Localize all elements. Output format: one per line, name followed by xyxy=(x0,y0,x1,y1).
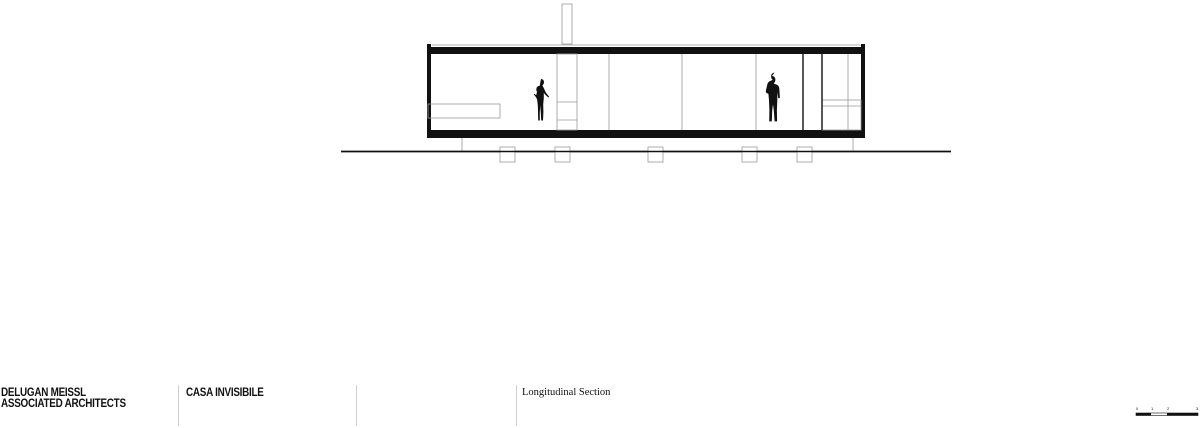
footings xyxy=(499,146,813,163)
human-figure-woman xyxy=(533,79,550,121)
firm-name-line1: DELUGAN MEISSL xyxy=(1,387,86,399)
glazing-frame xyxy=(802,54,823,130)
scale-tick-label: 2 xyxy=(1167,406,1170,411)
project-name: CASA INVISIBILE xyxy=(186,387,264,399)
sheet-title: Longitudinal Section xyxy=(522,387,611,398)
human-figure-man xyxy=(765,72,780,122)
longitudinal-section-drawing xyxy=(341,3,951,163)
scale-tick-label: 0 xyxy=(1136,406,1139,411)
roof-slab xyxy=(427,47,865,54)
foundation-stubs xyxy=(461,138,854,151)
scale-tick-label: 1 xyxy=(1151,406,1154,411)
left-wall xyxy=(427,44,431,138)
title-block-divider xyxy=(356,385,357,426)
interior-lines xyxy=(427,53,862,131)
title-block-divider xyxy=(516,385,517,426)
right-wall xyxy=(861,44,865,138)
chimney xyxy=(561,3,573,45)
floor-slab xyxy=(427,130,865,138)
firm-name-line2: ASSOCIATED ARCHITECTS xyxy=(1,398,126,410)
scale-tick-label: 3 xyxy=(1196,406,1199,411)
scale-bar: 0 1 2 3 xyxy=(1135,406,1199,416)
title-block-divider xyxy=(178,385,179,426)
firm-name: DELUGAN MEISSL ASSOCIATED ARCHITECTS xyxy=(1,387,126,410)
